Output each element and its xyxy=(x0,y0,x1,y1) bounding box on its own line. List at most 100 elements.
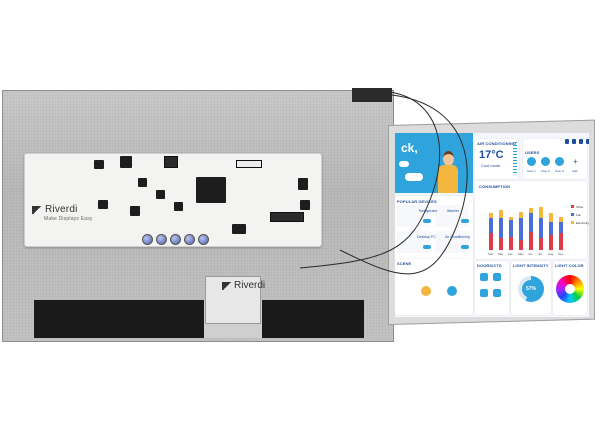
bar-other-jul xyxy=(539,238,543,250)
plus-icon[interactable] xyxy=(493,289,501,297)
wifi-icon[interactable] xyxy=(480,289,488,297)
chip xyxy=(174,202,183,211)
thermometer-icon[interactable] xyxy=(493,273,501,281)
bar-fan-feb xyxy=(489,218,493,234)
header-connector xyxy=(236,160,262,168)
lightbulb-icon[interactable] xyxy=(421,286,431,296)
bar-other-mar xyxy=(499,238,503,250)
bar-electricity-mar xyxy=(499,210,503,219)
device-label: Refrigerator xyxy=(419,209,438,213)
user-avatar-icon[interactable] xyxy=(527,157,536,166)
popular-devices-title: POPULAR DEVICES xyxy=(397,199,437,204)
month-label: May xyxy=(518,252,524,256)
legend-swatch-electricity xyxy=(571,221,574,224)
person-illustration xyxy=(435,151,461,193)
user-avatar-icon[interactable] xyxy=(541,157,550,166)
chip xyxy=(298,178,308,190)
chip xyxy=(138,178,147,187)
ac-mode: Cool mode xyxy=(481,163,501,168)
chip xyxy=(98,200,108,209)
device-label: Desktop PC xyxy=(417,235,436,239)
light-color-title: LIGHT COLOR xyxy=(555,263,584,268)
bar-fan-sep xyxy=(559,221,563,234)
ac-title: AIR CONDITIONING xyxy=(477,141,517,146)
moon-icon[interactable] xyxy=(447,286,457,296)
ac-temperature: 17°C xyxy=(479,149,504,161)
bar-fan-jul xyxy=(539,218,543,239)
person-head xyxy=(443,151,454,166)
bar-other-jun xyxy=(529,231,533,250)
doors-title: DOORS/CTS xyxy=(477,263,502,268)
bar-fan-jun xyxy=(529,213,533,232)
light-intensity-value: 57% xyxy=(522,280,540,298)
door-icon[interactable] xyxy=(480,273,488,281)
bar-other-may xyxy=(519,240,523,250)
chip xyxy=(300,200,310,210)
consumption-title: CONSUMPTION xyxy=(479,184,511,189)
bar-electricity-jul xyxy=(539,206,543,219)
bar-other-apr xyxy=(509,236,513,250)
user-label: User 1 xyxy=(527,169,536,173)
month-label: Sep xyxy=(558,252,564,256)
bar-electricity-sep xyxy=(559,216,563,222)
bar-electricity-aug xyxy=(549,213,553,222)
phone-icon[interactable] xyxy=(572,139,576,144)
panel-bottom-strip xyxy=(34,300,364,338)
ac-card[interactable] xyxy=(475,139,519,179)
chip xyxy=(130,206,140,216)
month-label: Feb xyxy=(488,252,494,256)
settings-icon[interactable] xyxy=(586,139,589,144)
month-label: Mar xyxy=(498,252,504,256)
ac-temperature-scale[interactable] xyxy=(513,142,517,174)
fpc-connector xyxy=(270,212,304,222)
cloud-icon xyxy=(405,173,423,181)
user-label: User 2 xyxy=(541,169,550,173)
device-toggle[interactable] xyxy=(423,219,431,223)
legend-label: Other xyxy=(576,205,584,209)
usb-connector xyxy=(164,156,178,168)
hero-greeting: ck, xyxy=(401,141,418,155)
top-icons xyxy=(565,139,589,144)
chip xyxy=(94,160,104,169)
display-screen: ck, AIR CONDITIONING 17°C Cool mode USER… xyxy=(395,133,589,317)
bar-fan-may xyxy=(519,218,523,240)
scene-title: SCENE xyxy=(397,261,412,266)
pcb-logo: Riverdi Make Displays Easy xyxy=(32,204,92,222)
person-body xyxy=(438,165,458,193)
trash-icon[interactable] xyxy=(579,139,583,144)
pcb-brand-tagline: Make Displays Easy xyxy=(44,216,93,222)
cloud-icon xyxy=(399,161,409,167)
scene-card xyxy=(395,259,473,315)
pcb-button xyxy=(156,234,167,245)
device-toggle[interactable] xyxy=(461,219,469,223)
user-avatar-icon[interactable] xyxy=(555,157,564,166)
bar-other-sep xyxy=(559,233,563,250)
chip xyxy=(156,190,165,199)
device-label: Air Conditioning xyxy=(445,235,470,239)
riverdi-logo-icon xyxy=(32,205,42,214)
month-label: Apr xyxy=(508,252,513,256)
dip-switch xyxy=(232,224,246,234)
legend-label: Fan xyxy=(576,213,582,217)
legend-swatch-fan xyxy=(571,213,574,216)
display-corner-tab xyxy=(352,88,392,102)
light-intensity-title: LIGHT INTENSITY xyxy=(513,263,549,268)
flex-cable xyxy=(205,276,261,324)
device-label: Washer xyxy=(447,209,459,213)
flex-logo: Riverdi xyxy=(222,280,265,291)
device-toggle[interactable] xyxy=(423,245,431,249)
bar-other-feb xyxy=(489,233,493,250)
color-wheel[interactable] xyxy=(556,275,584,303)
bar-fan-mar xyxy=(499,218,503,239)
pcb-button xyxy=(170,234,181,245)
pcb-button xyxy=(142,234,153,245)
month-label: Aug xyxy=(548,252,554,256)
legend-label: Electricity xyxy=(576,221,589,225)
chip xyxy=(120,156,132,168)
device-toggle[interactable] xyxy=(461,245,469,249)
search-icon[interactable] xyxy=(565,139,569,144)
main-chip xyxy=(196,177,226,203)
add-user-icon[interactable]: + xyxy=(571,157,580,166)
bar-fan-apr xyxy=(509,220,513,237)
